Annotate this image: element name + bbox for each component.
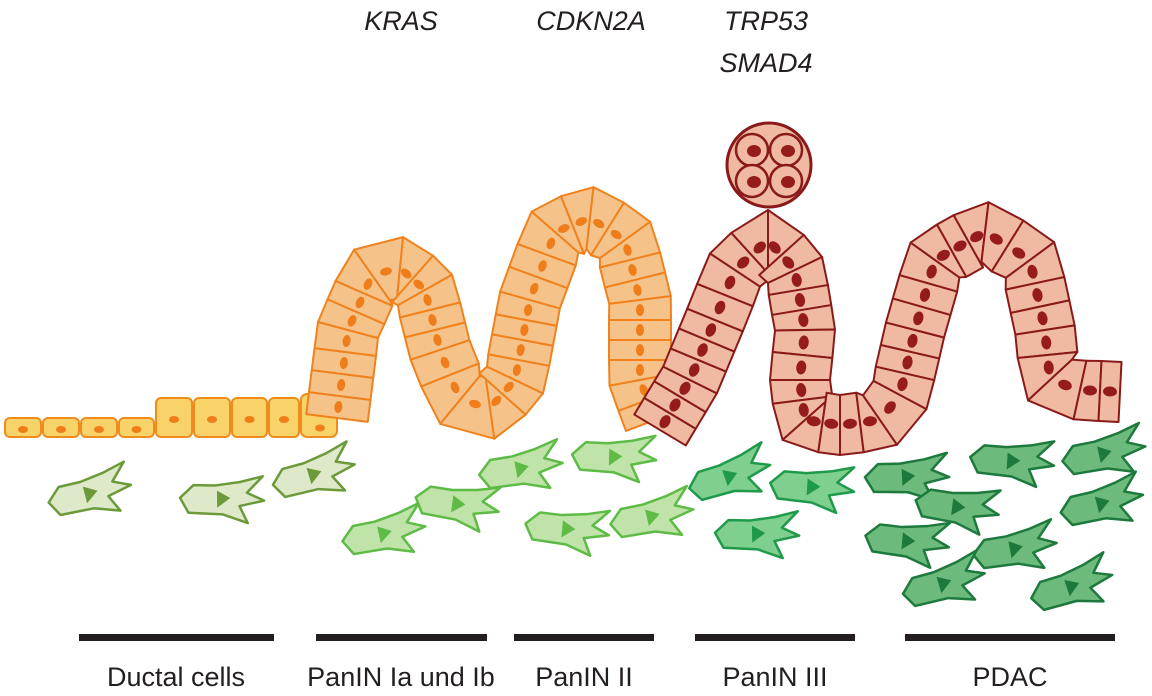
ductal-epithelium [5, 394, 337, 437]
epithelium [5, 187, 1121, 455]
ductal-nucleus [18, 426, 28, 433]
ductal-nucleus [169, 416, 179, 423]
stage-label-ductal: Ductal cells [107, 662, 245, 692]
fibroblast [713, 503, 802, 560]
cell-nucleus [636, 364, 644, 376]
cell-nucleus [636, 304, 644, 316]
gene-label-smad4: SMAD4 [719, 48, 812, 78]
cluster-nucleus [747, 176, 761, 188]
ductal-nucleus [207, 416, 217, 423]
cluster-nucleus [781, 145, 795, 157]
fibroblast [967, 427, 1058, 489]
fibroblast [683, 441, 775, 505]
cluster-nucleus [747, 145, 761, 157]
fibroblast [767, 453, 858, 515]
ductal-nucleus [94, 426, 104, 433]
cell-nucleus [636, 344, 644, 356]
gene-label-trp53: TRP53 [724, 6, 808, 36]
fibroblast [522, 494, 614, 558]
scale-bar-panin3 [695, 634, 855, 641]
scale-bar-panin1 [316, 634, 487, 641]
fibroblast [971, 519, 1058, 573]
cluster-outline [727, 123, 811, 207]
ductal-nucleus [245, 416, 255, 423]
detached-tumor-cell-cluster [727, 123, 811, 207]
stage-scale-bars [79, 634, 1115, 641]
stage-label-panin1: PanIN Ia und Ib [307, 662, 495, 692]
stage-label-panin2: PanIN II [535, 662, 633, 692]
ductal-nucleus [132, 426, 142, 433]
fibroblast [339, 503, 428, 560]
gene-label-cdkn2a: CDKN2A [536, 6, 646, 36]
stage-label-pdac: PDAC [972, 662, 1047, 692]
tumor-folds [634, 202, 1121, 455]
fibroblast [1059, 423, 1148, 480]
panin-folds [306, 187, 684, 438]
ductal-nucleus [315, 425, 325, 432]
fibroblast [1056, 471, 1146, 530]
scale-bar-pdac [905, 634, 1115, 641]
scale-bar-panin2 [514, 634, 654, 641]
fibroblast [477, 439, 564, 493]
ductal-nucleus [279, 416, 289, 423]
gene-label-kras: KRAS [364, 6, 438, 36]
fibroblast [44, 461, 134, 520]
ductal-nucleus [56, 426, 66, 433]
cell-nucleus [636, 324, 644, 336]
fibroblast [268, 441, 359, 503]
fibroblast [570, 425, 660, 484]
scale-bar-ductal [79, 634, 274, 641]
cluster-nucleus [781, 176, 795, 188]
stage-label-panin3: PanIN III [722, 662, 827, 692]
stromal-fibroblasts [44, 423, 1147, 616]
fibroblast [607, 486, 696, 543]
fibroblast [178, 468, 267, 525]
